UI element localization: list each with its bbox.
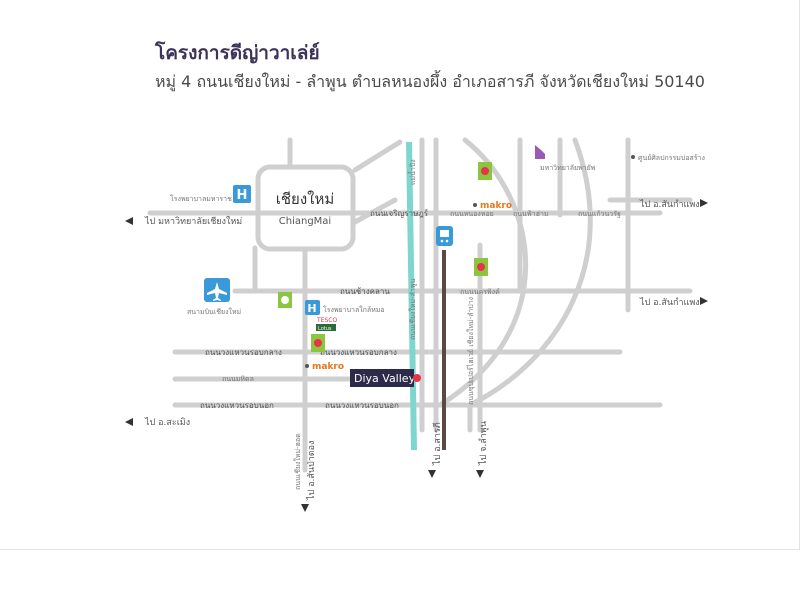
arrow-down-icon bbox=[476, 470, 484, 478]
arrow-down-icon bbox=[301, 504, 309, 512]
road-label-nong-hoi: ถนนเจริญราษฎร์ bbox=[370, 208, 429, 218]
arrow-down-icon bbox=[428, 470, 436, 478]
svg-text:มหาวิทยาลัยพายัพ: มหาวิทยาลัยพายัพ bbox=[540, 164, 596, 172]
road-label-inner-ring: ถนนวงแหวนรอบนอก bbox=[200, 401, 274, 410]
svg-text:โรงพยาบาลมหาราช: โรงพยาบาลมหาราช bbox=[170, 194, 232, 203]
train-station bbox=[436, 226, 453, 246]
location-marker-icon bbox=[413, 374, 421, 382]
city-name-thai: เชียงใหม่ bbox=[276, 190, 335, 208]
location-map: เชียงใหม่ ChiangMai ถนนเจริญราษฎร์ ถนนหน… bbox=[125, 137, 708, 512]
direction-bottom-lamphun: ไป จ.ลำพูน bbox=[476, 421, 489, 478]
direction-bottom-sanpatong: ไป อ.สันป่าตอง bbox=[301, 441, 317, 512]
airport: สนามบินเชียงใหม่ bbox=[187, 278, 241, 316]
makro-store-2: makro bbox=[305, 362, 344, 372]
svg-text:H: H bbox=[307, 302, 316, 315]
tesco-lotus-tag: TESCO Lotus bbox=[316, 317, 337, 332]
map-frame bbox=[0, 0, 800, 550]
address-text: หมู่ 4 ถนนเชียงใหม่ - ลำพูน ตำบลหนองผึ้ง… bbox=[155, 72, 705, 91]
svg-text:H: H bbox=[237, 188, 248, 203]
university-icon bbox=[535, 145, 545, 159]
direction-right-mid: ไป อ.สันกำแพง bbox=[639, 297, 708, 308]
svg-text:สนามบินเชียงใหม่: สนามบินเชียงใหม่ bbox=[187, 307, 241, 316]
road-label-kaew: ถนนแก้วนวรัฐ bbox=[578, 210, 621, 218]
svg-text:ไป อ.สันป่าตอง: ไป อ.สันป่าตอง bbox=[306, 441, 317, 501]
direction-left-top: ไป มหาวิทยาลัยเชียงใหม่ bbox=[125, 216, 242, 227]
page-title: โครงการดีญ่าวาเล่ย์ bbox=[155, 42, 320, 64]
hospital-icon bbox=[233, 185, 251, 203]
project-label-bg bbox=[350, 369, 414, 387]
shop-icon-3 bbox=[311, 334, 325, 352]
road-label-fa-ham: ถนนฟ้าฮ่าม bbox=[513, 210, 549, 218]
road-label-lamphun: ถนนเชียงใหม่-ลำพูน bbox=[408, 279, 417, 340]
svg-text:TESCO: TESCO bbox=[316, 317, 337, 324]
svg-text:makro: makro bbox=[312, 362, 344, 372]
svg-text:ไป อ.สันกำแพง: ไป อ.สันกำแพง bbox=[639, 199, 700, 210]
project-label: Diya Valley bbox=[354, 372, 416, 385]
direction-bottom-saraphi: ไป อ.สารภี bbox=[428, 422, 443, 478]
arrow-right-icon bbox=[700, 199, 708, 207]
road-label-outer-ring: ถนนวงแหวนรอบกลาง bbox=[205, 348, 282, 357]
svg-text:ไป อ.สารภี: ไป อ.สารภี bbox=[432, 422, 443, 466]
svg-text:ไป มหาวิทยาลัยเชียงใหม่: ไป มหาวิทยาลัยเชียงใหม่ bbox=[144, 216, 242, 227]
direction-left-bottom: ไป อ.สะเมิง bbox=[125, 417, 190, 428]
road-network bbox=[147, 137, 693, 473]
road-label-ping-river: แม่น้ำปิง bbox=[406, 159, 417, 185]
road-label-inner-ring-2: ถนนวงแหวนรอบนอก bbox=[325, 401, 399, 410]
road-label-outer-ring-2: ถนนวงแหวนรอบกลาง bbox=[320, 348, 397, 357]
university: มหาวิทยาลัยพายัพ bbox=[535, 145, 596, 172]
shop-icon-2 bbox=[474, 258, 488, 276]
road-label-nakorn: ถนนนครพิงค์ bbox=[460, 288, 500, 296]
road-label-superhighway: ถนนซุปเปอร์ไฮเวย์ เชียงใหม่-ลำปาง bbox=[466, 297, 475, 405]
arrow-left-icon bbox=[125, 217, 133, 225]
direction-right-top: ไป อ.สันกำแพง bbox=[639, 199, 708, 210]
road-label-charoenrat: ถนนหนองหอย bbox=[450, 210, 494, 218]
convention-center: ศูนย์ศิลปกรรมบ่อสร้าง bbox=[631, 154, 705, 162]
makro-store-1: makro bbox=[473, 201, 512, 211]
road-label-mahidol: ถนนมหิดล bbox=[222, 375, 254, 383]
shop-icon-4 bbox=[278, 292, 292, 308]
svg-text:ไป อ.สะเมิง: ไป อ.สะเมิง bbox=[144, 417, 190, 428]
arrow-left-icon bbox=[125, 418, 133, 426]
svg-text:makro: makro bbox=[480, 201, 512, 211]
road-label-sanpatong: ถนนเชียงใหม่-ฮอด bbox=[293, 433, 302, 490]
hospital-maharaj: H โรงพยาบาลมหาราช bbox=[170, 185, 251, 203]
hospital-near-doctor: H โรงพยาบาลใกล้หมอ bbox=[305, 300, 385, 315]
svg-text:ศูนย์ศิลปกรรมบ่อสร้าง: ศูนย์ศิลปกรรมบ่อสร้าง bbox=[638, 154, 705, 162]
svg-text:โรงพยาบาลใกล้หมอ: โรงพยาบาลใกล้หมอ bbox=[323, 305, 385, 314]
arrow-right-icon bbox=[700, 297, 708, 305]
city-name-english: ChiangMai bbox=[279, 216, 331, 227]
hospital-icon bbox=[305, 300, 320, 315]
svg-text:ไป จ.ลำพูน: ไป จ.ลำพูน bbox=[478, 421, 489, 466]
road-label-chang-klan: ถนนช้างคลาน bbox=[340, 287, 390, 296]
project-location: Diya Valley bbox=[350, 369, 421, 387]
shop-icon-1 bbox=[478, 162, 492, 180]
svg-text:Lotus: Lotus bbox=[318, 326, 332, 332]
svg-text:ไป อ.สันกำแพง: ไป อ.สันกำแพง bbox=[639, 297, 700, 308]
ping-river bbox=[406, 141, 417, 451]
